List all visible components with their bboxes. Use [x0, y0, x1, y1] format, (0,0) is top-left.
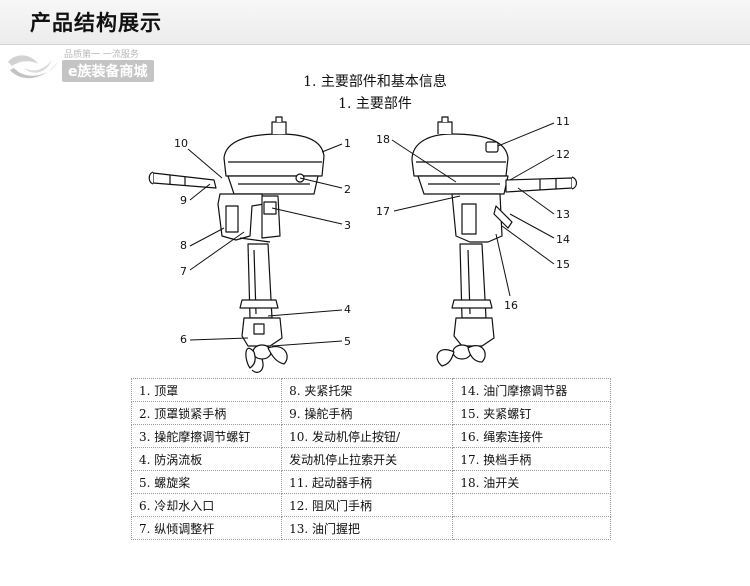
callout-4: 4	[344, 303, 351, 316]
watermark-store-name: e族装备商城	[62, 60, 154, 82]
page-title: 产品结构展示	[30, 11, 162, 35]
table-cell: 12. 阻风门手柄	[281, 493, 454, 517]
callout-16: 16	[504, 299, 518, 312]
callout-5: 5	[344, 335, 351, 348]
callout-8: 8	[180, 239, 187, 252]
table-cell	[452, 493, 611, 517]
store-watermark: 品质第一 一流服务 e族装备商城	[0, 46, 180, 86]
callout-2: 2	[344, 183, 351, 196]
callout-13: 13	[556, 208, 570, 221]
outboard-motor-diagram: 1 2 3 4 5 6 7 8 9 10 11 12 13 14 15 16 1…	[148, 115, 578, 373]
table-row: 5. 螺旋桨 11. 起动器手柄 18. 油开关	[130, 470, 611, 494]
table-row: 7. 纵倾调整杆 13. 油门握把	[130, 516, 611, 540]
callout-6: 6	[180, 333, 187, 346]
table-cell: 18. 油开关	[452, 470, 611, 494]
callout-11: 11	[556, 115, 570, 128]
watermark-slogan: 品质第一 一流服务	[64, 50, 139, 60]
motor-left-view	[148, 116, 325, 373]
page-header: 产品结构展示	[0, 0, 750, 45]
callout-10: 10	[174, 137, 188, 150]
diagram-heading: 1. 主要部件和基本信息	[303, 74, 447, 90]
table-cell: 10. 发动机停止按钮/	[281, 424, 454, 448]
table-cell: 8. 夹紧托架	[281, 378, 454, 402]
table-cell: 14. 油门摩擦调节器	[452, 378, 611, 402]
motor-right-view	[411, 116, 578, 367]
table-row: 3. 操舵摩擦调节螺钉 10. 发动机停止按钮/ 16. 绳索连接件	[130, 424, 611, 448]
callout-9: 9	[180, 194, 187, 207]
diagram-subheading: 1. 主要部件	[338, 96, 412, 112]
callout-18: 18	[376, 133, 390, 146]
table-cell: 发动机停止拉索开关	[281, 447, 454, 471]
callout-14: 14	[556, 233, 570, 246]
table-cell: 16. 绳索连接件	[452, 424, 611, 448]
table-cell: 2. 顶罩锁紧手柄	[130, 401, 283, 425]
table-cell: 11. 起动器手柄	[281, 470, 454, 494]
table-cell: 4. 防涡流板	[130, 447, 283, 471]
callout-12: 12	[556, 148, 570, 161]
callout-3: 3	[344, 219, 351, 232]
callout-17: 17	[376, 205, 390, 218]
table-row: 2. 顶罩锁紧手柄 9. 操舵手柄 15. 夹紧螺钉	[130, 401, 611, 425]
callout-1: 1	[344, 137, 351, 150]
table-cell: 17. 换档手柄	[452, 447, 611, 471]
store-logo-icon	[8, 55, 58, 79]
table-cell: 6. 冷却水入口	[130, 493, 283, 517]
table-row: 6. 冷却水入口 12. 阻风门手柄	[130, 493, 611, 517]
table-cell: 5. 螺旋桨	[130, 470, 283, 494]
table-cell: 15. 夹紧螺钉	[452, 401, 611, 425]
table-cell	[452, 516, 611, 540]
table-cell: 3. 操舵摩擦调节螺钉	[130, 424, 283, 448]
parts-table: 1. 顶罩 8. 夹紧托架 14. 油门摩擦调节器 2. 顶罩锁紧手柄 9. 操…	[130, 378, 611, 540]
callout-7: 7	[180, 265, 187, 278]
table-cell: 1. 顶罩	[130, 378, 283, 402]
table-cell: 7. 纵倾调整杆	[130, 516, 283, 540]
table-row: 1. 顶罩 8. 夹紧托架 14. 油门摩擦调节器	[130, 378, 611, 402]
table-cell: 9. 操舵手柄	[281, 401, 454, 425]
table-row: 4. 防涡流板 发动机停止拉索开关 17. 换档手柄	[130, 447, 611, 471]
table-cell: 13. 油门握把	[281, 516, 454, 540]
callout-15: 15	[556, 258, 570, 271]
